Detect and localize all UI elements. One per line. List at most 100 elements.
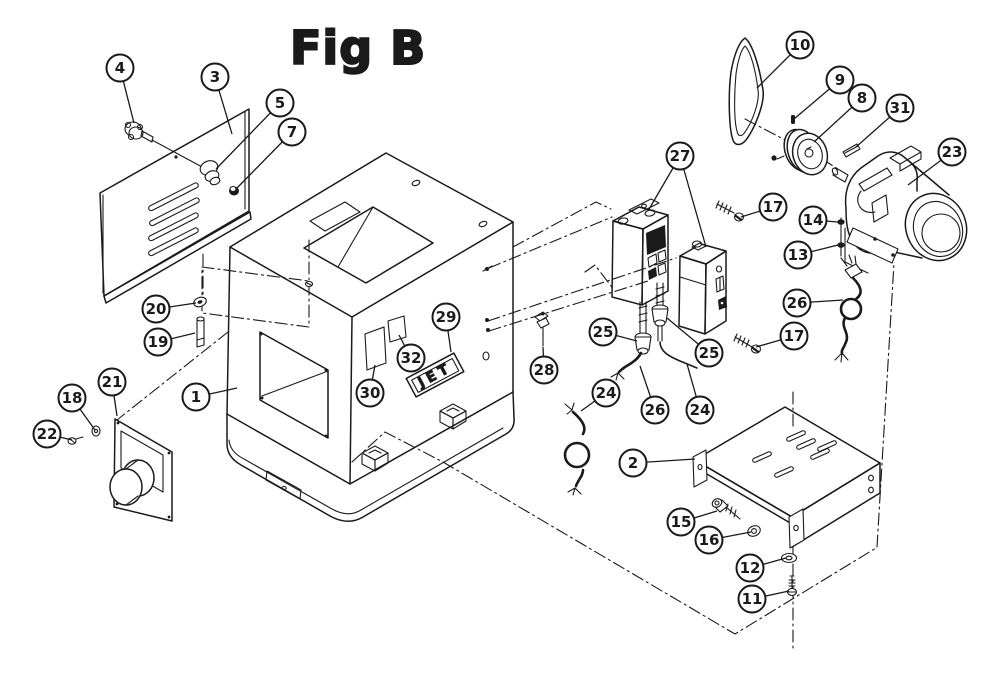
balloon-14: 14 <box>798 205 839 235</box>
balloon-4: 4 <box>105 53 135 124</box>
balloon-27: 27 <box>647 141 707 248</box>
sticker-32 <box>387 315 407 343</box>
svg-text:26: 26 <box>787 294 808 312</box>
motor <box>834 145 968 363</box>
knob-stud-axis <box>151 139 205 169</box>
balloon-5: 5 <box>215 88 295 170</box>
motor-shaft-stub <box>831 167 849 183</box>
set-screw-2 <box>771 155 777 161</box>
svg-text:24: 24 <box>596 384 617 402</box>
balloon-25: 25 <box>588 317 638 347</box>
top-opening <box>303 206 434 284</box>
balloon-10: 10 <box>756 30 815 89</box>
balloon-7: 7 <box>235 117 307 190</box>
svg-text:25: 25 <box>593 323 614 341</box>
plate-slots <box>752 430 837 478</box>
balloon-24: 24 <box>580 378 621 412</box>
svg-text:16: 16 <box>699 531 720 549</box>
balloon-29: 29 <box>431 302 461 353</box>
balloon-8: 8 <box>813 83 877 143</box>
side-screws <box>304 265 493 361</box>
svg-text:10: 10 <box>790 36 811 54</box>
cabinet-body: JET <box>226 152 550 522</box>
front-window <box>259 331 329 439</box>
balloon-20: 20 <box>141 294 197 324</box>
louver-panel <box>99 108 252 304</box>
svg-text:32: 32 <box>401 349 422 367</box>
svg-text:19: 19 <box>148 333 169 351</box>
mount-screw-17-upper <box>715 200 745 222</box>
foot-clips <box>361 403 467 472</box>
balloon-25: 25 <box>666 317 724 368</box>
svg-text:13: 13 <box>788 246 809 264</box>
balloon-17: 17 <box>755 321 809 351</box>
svg-text:8: 8 <box>857 89 867 107</box>
balloon-26: 26 <box>782 288 844 318</box>
svg-text:3: 3 <box>210 68 220 86</box>
louver-slots <box>148 182 200 257</box>
svg-text:5: 5 <box>275 94 285 112</box>
switch-cover <box>678 240 727 335</box>
svg-text:22: 22 <box>37 425 58 443</box>
svg-text:1: 1 <box>191 388 201 406</box>
mounting-plate <box>692 406 881 597</box>
svg-text:21: 21 <box>102 373 123 391</box>
washer-16 <box>747 525 761 537</box>
balloon-19: 19 <box>143 327 196 357</box>
motor-power-cord <box>834 254 863 363</box>
svg-text:15: 15 <box>671 513 692 531</box>
balloon-9: 9 <box>793 65 855 120</box>
set-screw <box>791 115 795 124</box>
balloon-11: 11 <box>737 584 790 614</box>
balloon-28: 28 <box>529 346 559 385</box>
dust-port <box>67 418 173 522</box>
svg-text:4: 4 <box>115 59 125 77</box>
balloon-32: 32 <box>396 334 426 373</box>
svg-text:12: 12 <box>740 559 761 577</box>
power-cord <box>563 402 591 496</box>
svg-text:17: 17 <box>784 327 805 345</box>
balloon-31: 31 <box>855 93 915 148</box>
v-belt <box>728 37 764 146</box>
balloon-3: 3 <box>200 62 233 135</box>
balloon-13: 13 <box>783 240 839 270</box>
shaft-key <box>842 143 861 158</box>
svg-text:29: 29 <box>436 308 457 326</box>
svg-text:24: 24 <box>690 401 711 419</box>
mount-nuts <box>837 217 845 257</box>
balloon-15: 15 <box>666 507 718 537</box>
port-screw <box>67 436 84 445</box>
balloon-30: 30 <box>355 364 385 408</box>
sticker-30 <box>364 326 387 371</box>
strain-relief-a <box>610 301 652 381</box>
svg-text:7: 7 <box>287 123 297 141</box>
balloon-2: 2 <box>618 448 696 478</box>
balloon-17: 17 <box>740 192 788 222</box>
balloon-21: 21 <box>97 367 127 417</box>
pin-and-washer <box>193 296 207 348</box>
round-knob <box>199 160 221 186</box>
svg-text:26: 26 <box>645 401 666 419</box>
pulley-assembly <box>771 115 861 183</box>
svg-text:30: 30 <box>360 384 381 402</box>
svg-text:20: 20 <box>146 300 167 318</box>
svg-text:28: 28 <box>534 361 555 379</box>
svg-text:14: 14 <box>803 211 824 229</box>
top-flap <box>309 201 361 232</box>
balloon-24: 24 <box>685 363 715 425</box>
switch-housing <box>611 198 669 306</box>
balloon-12: 12 <box>735 553 787 583</box>
svg-text:31: 31 <box>890 99 911 117</box>
balloon-1: 1 <box>181 382 238 412</box>
svg-text:2: 2 <box>628 454 638 472</box>
svg-text:18: 18 <box>62 389 83 407</box>
switch-group <box>610 198 762 381</box>
svg-text:25: 25 <box>699 344 720 362</box>
cap-screw-15 <box>711 498 741 520</box>
figure-title: Fig B <box>290 21 426 75</box>
svg-text:27: 27 <box>670 147 691 165</box>
balloon-26: 26 <box>639 365 670 425</box>
svg-text:17: 17 <box>763 198 784 216</box>
